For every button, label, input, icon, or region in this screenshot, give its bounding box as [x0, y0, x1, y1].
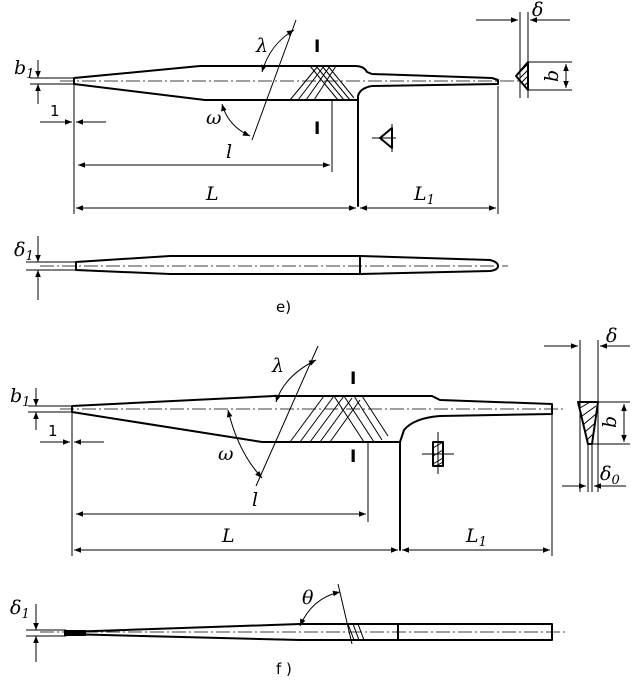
figure-f-cross-section: δ b δ0	[544, 325, 630, 492]
b1-label: b1	[10, 385, 30, 410]
figure-f-top-view: I I λ ω b1 1 l L L1	[10, 345, 565, 556]
omega-label: ω	[206, 107, 222, 129]
lambda-label: λ	[255, 35, 268, 57]
teeth-hatching	[347, 623, 365, 641]
figure-f-side-view: θ δ1	[10, 583, 565, 662]
omega-label: ω	[218, 443, 234, 465]
section-trapezoid	[577, 401, 599, 445]
section-mark-bottom: I	[350, 447, 356, 467]
section-mark-top: I	[314, 37, 320, 57]
delta1-label: δ1	[14, 239, 34, 264]
delta-label: δ	[606, 325, 617, 347]
b-section-label: b	[599, 416, 621, 428]
omega-angle-arc	[221, 103, 251, 137]
b1-label: b1	[14, 57, 34, 82]
theta-label: θ	[302, 587, 314, 609]
theta-reference-line	[337, 583, 353, 645]
tip-fill	[64, 630, 86, 636]
figure-e-side-view: δ1	[14, 236, 508, 300]
delta-label: δ	[532, 0, 543, 21]
theta-angle-arc	[299, 590, 341, 627]
dim-one-label: 1	[50, 102, 60, 120]
file-side-outline	[75, 255, 499, 275]
lambda-label: λ	[271, 355, 284, 377]
figure-e-cross-section: δ b	[476, 0, 572, 98]
b-section-label: b	[541, 70, 563, 82]
teeth-hatching	[289, 395, 389, 443]
delta0-label: δ0	[600, 463, 620, 488]
teeth-hatching	[289, 65, 355, 101]
l-label: l	[252, 489, 258, 511]
file-blade-outline	[73, 65, 499, 101]
l-label: l	[226, 141, 232, 163]
L1-label: L1	[465, 525, 487, 550]
lambda-angle-arc	[261, 29, 295, 73]
rectangle-section-icon	[422, 432, 454, 474]
L-label: L	[221, 525, 235, 547]
delta1-label: δ1	[10, 597, 30, 622]
figure-e-top-view: I I λ ω b1 1 l L L1	[14, 19, 520, 214]
omega-angle-arc	[226, 409, 263, 479]
file-blade-outline	[71, 395, 553, 443]
section-mark-top: I	[350, 369, 356, 389]
dim-one-label: 1	[48, 422, 58, 440]
triangle-section-icon	[372, 124, 396, 152]
caption-e: e)	[276, 298, 291, 316]
L1-label: L1	[413, 183, 435, 208]
L-label: L	[205, 183, 219, 205]
lambda-angle-arc	[275, 359, 317, 403]
caption-f: f )	[276, 660, 292, 678]
section-mark-bottom: I	[314, 119, 320, 139]
